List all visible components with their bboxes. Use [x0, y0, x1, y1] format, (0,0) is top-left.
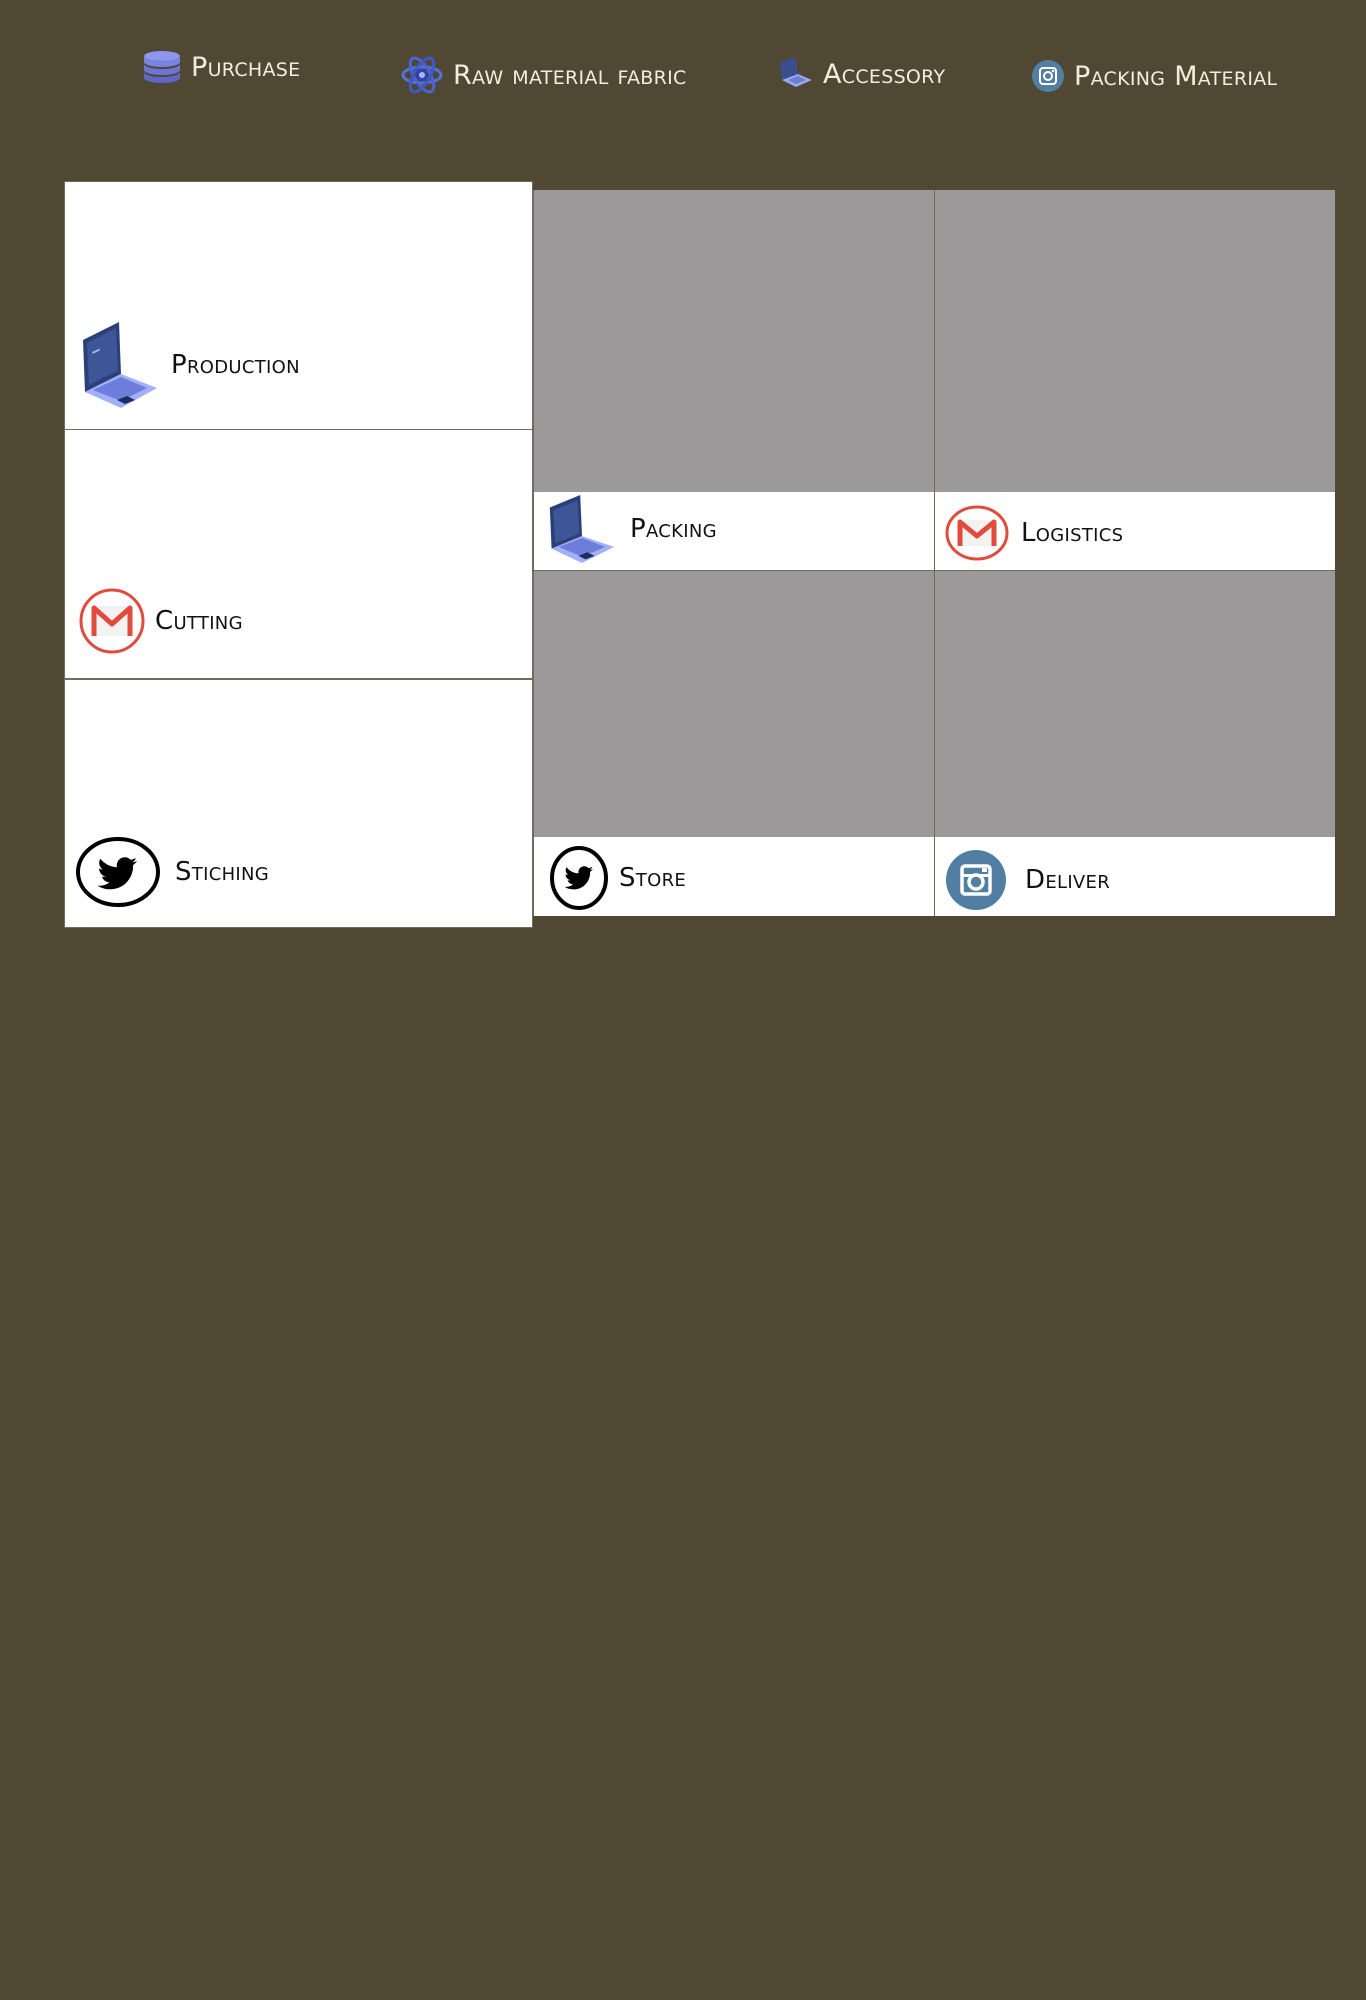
tile-image-placeholder — [935, 571, 1335, 837]
nav-item-raw-material-fabric[interactable]: Raw material fabric — [400, 54, 687, 96]
tile-label: Stiching — [175, 857, 270, 887]
nav-item-label: Raw material fabric — [453, 59, 687, 91]
laptop-icon — [776, 58, 823, 90]
tile-image-placeholder — [935, 190, 1335, 492]
tile-label-row: Stiching — [75, 836, 269, 908]
nav-item-label: Packing Material — [1074, 60, 1278, 92]
top-navigation: Purchase Raw material fabric Accessory — [0, 0, 1366, 120]
nav-item-purchase[interactable]: Purchase — [142, 50, 300, 84]
instagram-icon — [1031, 59, 1074, 93]
gmail-icon — [945, 505, 1009, 561]
tile-deliver[interactable]: Deliver — [934, 571, 1335, 916]
nav-item-packing-material[interactable]: Packing Material — [1031, 59, 1277, 93]
tile-production[interactable]: Production — [64, 181, 533, 430]
tile-label-row: Production — [79, 322, 300, 408]
nav-item-label: Accessory — [823, 58, 946, 90]
gmail-icon — [79, 586, 145, 656]
tile-label: Store — [619, 863, 687, 893]
tile-label-row: Packing — [546, 495, 717, 563]
tile-label: Logistics — [1021, 518, 1124, 548]
tile-store[interactable]: Store — [533, 571, 934, 916]
laptop-icon — [546, 495, 618, 563]
nav-item-label: Purchase — [191, 51, 301, 83]
database-icon — [142, 50, 191, 84]
tile-label-row: Logistics — [945, 505, 1123, 561]
tile-logistics[interactable]: Logistics — [934, 190, 1335, 571]
tile-label-row: Deliver — [945, 849, 1110, 911]
tile-label: Packing — [630, 514, 717, 544]
instagram-icon — [945, 849, 1007, 911]
tile-label: Deliver — [1025, 865, 1111, 895]
twitter-icon — [549, 845, 609, 911]
tile-label: Production — [171, 350, 300, 380]
tile-label: Cutting — [155, 606, 243, 636]
tile-cutting[interactable]: Cutting — [64, 430, 533, 679]
tile-label-row: Store — [549, 845, 686, 911]
tile-image-placeholder — [534, 190, 934, 492]
nav-item-accessory[interactable]: Accessory — [776, 58, 945, 90]
tile-stiching[interactable]: Stiching — [64, 679, 533, 928]
tile-packing[interactable]: Packing — [533, 190, 934, 571]
tile-label-row: Cutting — [79, 586, 243, 656]
tile-image-placeholder — [534, 571, 934, 837]
atom-icon — [400, 54, 453, 96]
twitter-icon — [75, 836, 161, 908]
laptop-icon — [79, 322, 159, 408]
